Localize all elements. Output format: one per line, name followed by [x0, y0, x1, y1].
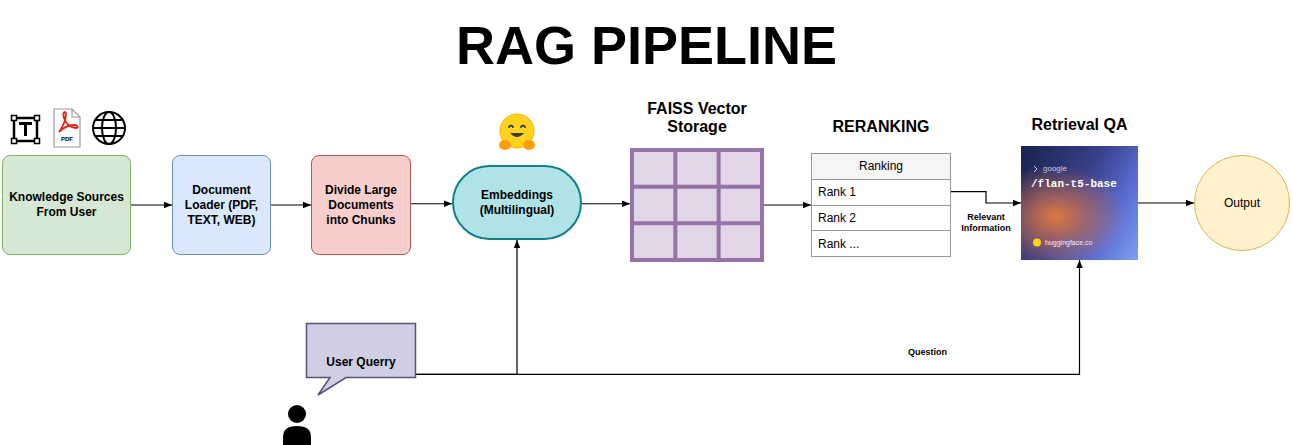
node-label: Output [1224, 196, 1260, 211]
flow-arrow [764, 204, 811, 205]
rerank-table: RERANKINGRankingRank 1Rank 2Rank ... [811, 153, 951, 257]
table-header: Ranking [812, 154, 950, 179]
text-icon [12, 116, 40, 144]
output-circle: Output [1194, 155, 1290, 251]
loader-box: Document Loader (PDF, TEXT, WEB) [172, 155, 271, 255]
icon-caption: PDF [54, 136, 80, 143]
node-label: Divide Large Documents into Chunks [316, 183, 406, 228]
node-label: Knowledge Sources From User [7, 190, 126, 220]
table-row: Rank 1 [812, 179, 950, 205]
flow-arrow [582, 203, 630, 204]
card-site: huggingface.co [1045, 238, 1092, 247]
source-box: Knowledge Sources From User [2, 155, 131, 255]
embedding-pill: Embeddings (Multilingual) [452, 165, 582, 240]
flow-arrow [411, 203, 452, 204]
node-label: User Querry [326, 355, 395, 370]
node-label: Document Loader (PDF, TEXT, WEB) [177, 183, 266, 228]
hugging-face-icon [499, 114, 535, 150]
flow-arrow [1138, 202, 1194, 203]
flow-arrow [416, 240, 517, 374]
model-name: /flan-t5-base [1031, 178, 1117, 191]
vector-store: FAISS Vector Storage [630, 148, 764, 262]
flow-arrow [416, 260, 1080, 374]
flow-arrow [271, 204, 311, 205]
chunk-box: Divide Large Documents into Chunks [311, 155, 411, 255]
page-title: RAG PIPELINE [0, 15, 1293, 75]
query-bubble: User Querry [306, 323, 416, 402]
pdf-icon [54, 109, 80, 147]
table-row: Rank ... [812, 230, 950, 256]
table-row: Rank 2 [812, 205, 950, 231]
globe-icon [93, 112, 125, 144]
edge-label: Question [901, 347, 955, 358]
edge-label: Relevant Information [957, 212, 1015, 234]
node-label: Embeddings (Multilingual) [458, 188, 576, 218]
flow-arrow [951, 192, 1021, 203]
node-heading: FAISS Vector Storage [630, 100, 764, 136]
node-heading: RERANKING [792, 118, 970, 136]
node-heading: Retrieval QA [1001, 116, 1158, 134]
model-card: Retrieval QAgoogle/flan-t5-basehuggingfa… [1021, 146, 1138, 260]
person-icon [283, 405, 311, 445]
flow-arrow [131, 204, 172, 205]
card-owner: google [1043, 164, 1067, 174]
grid-shape [630, 148, 764, 262]
